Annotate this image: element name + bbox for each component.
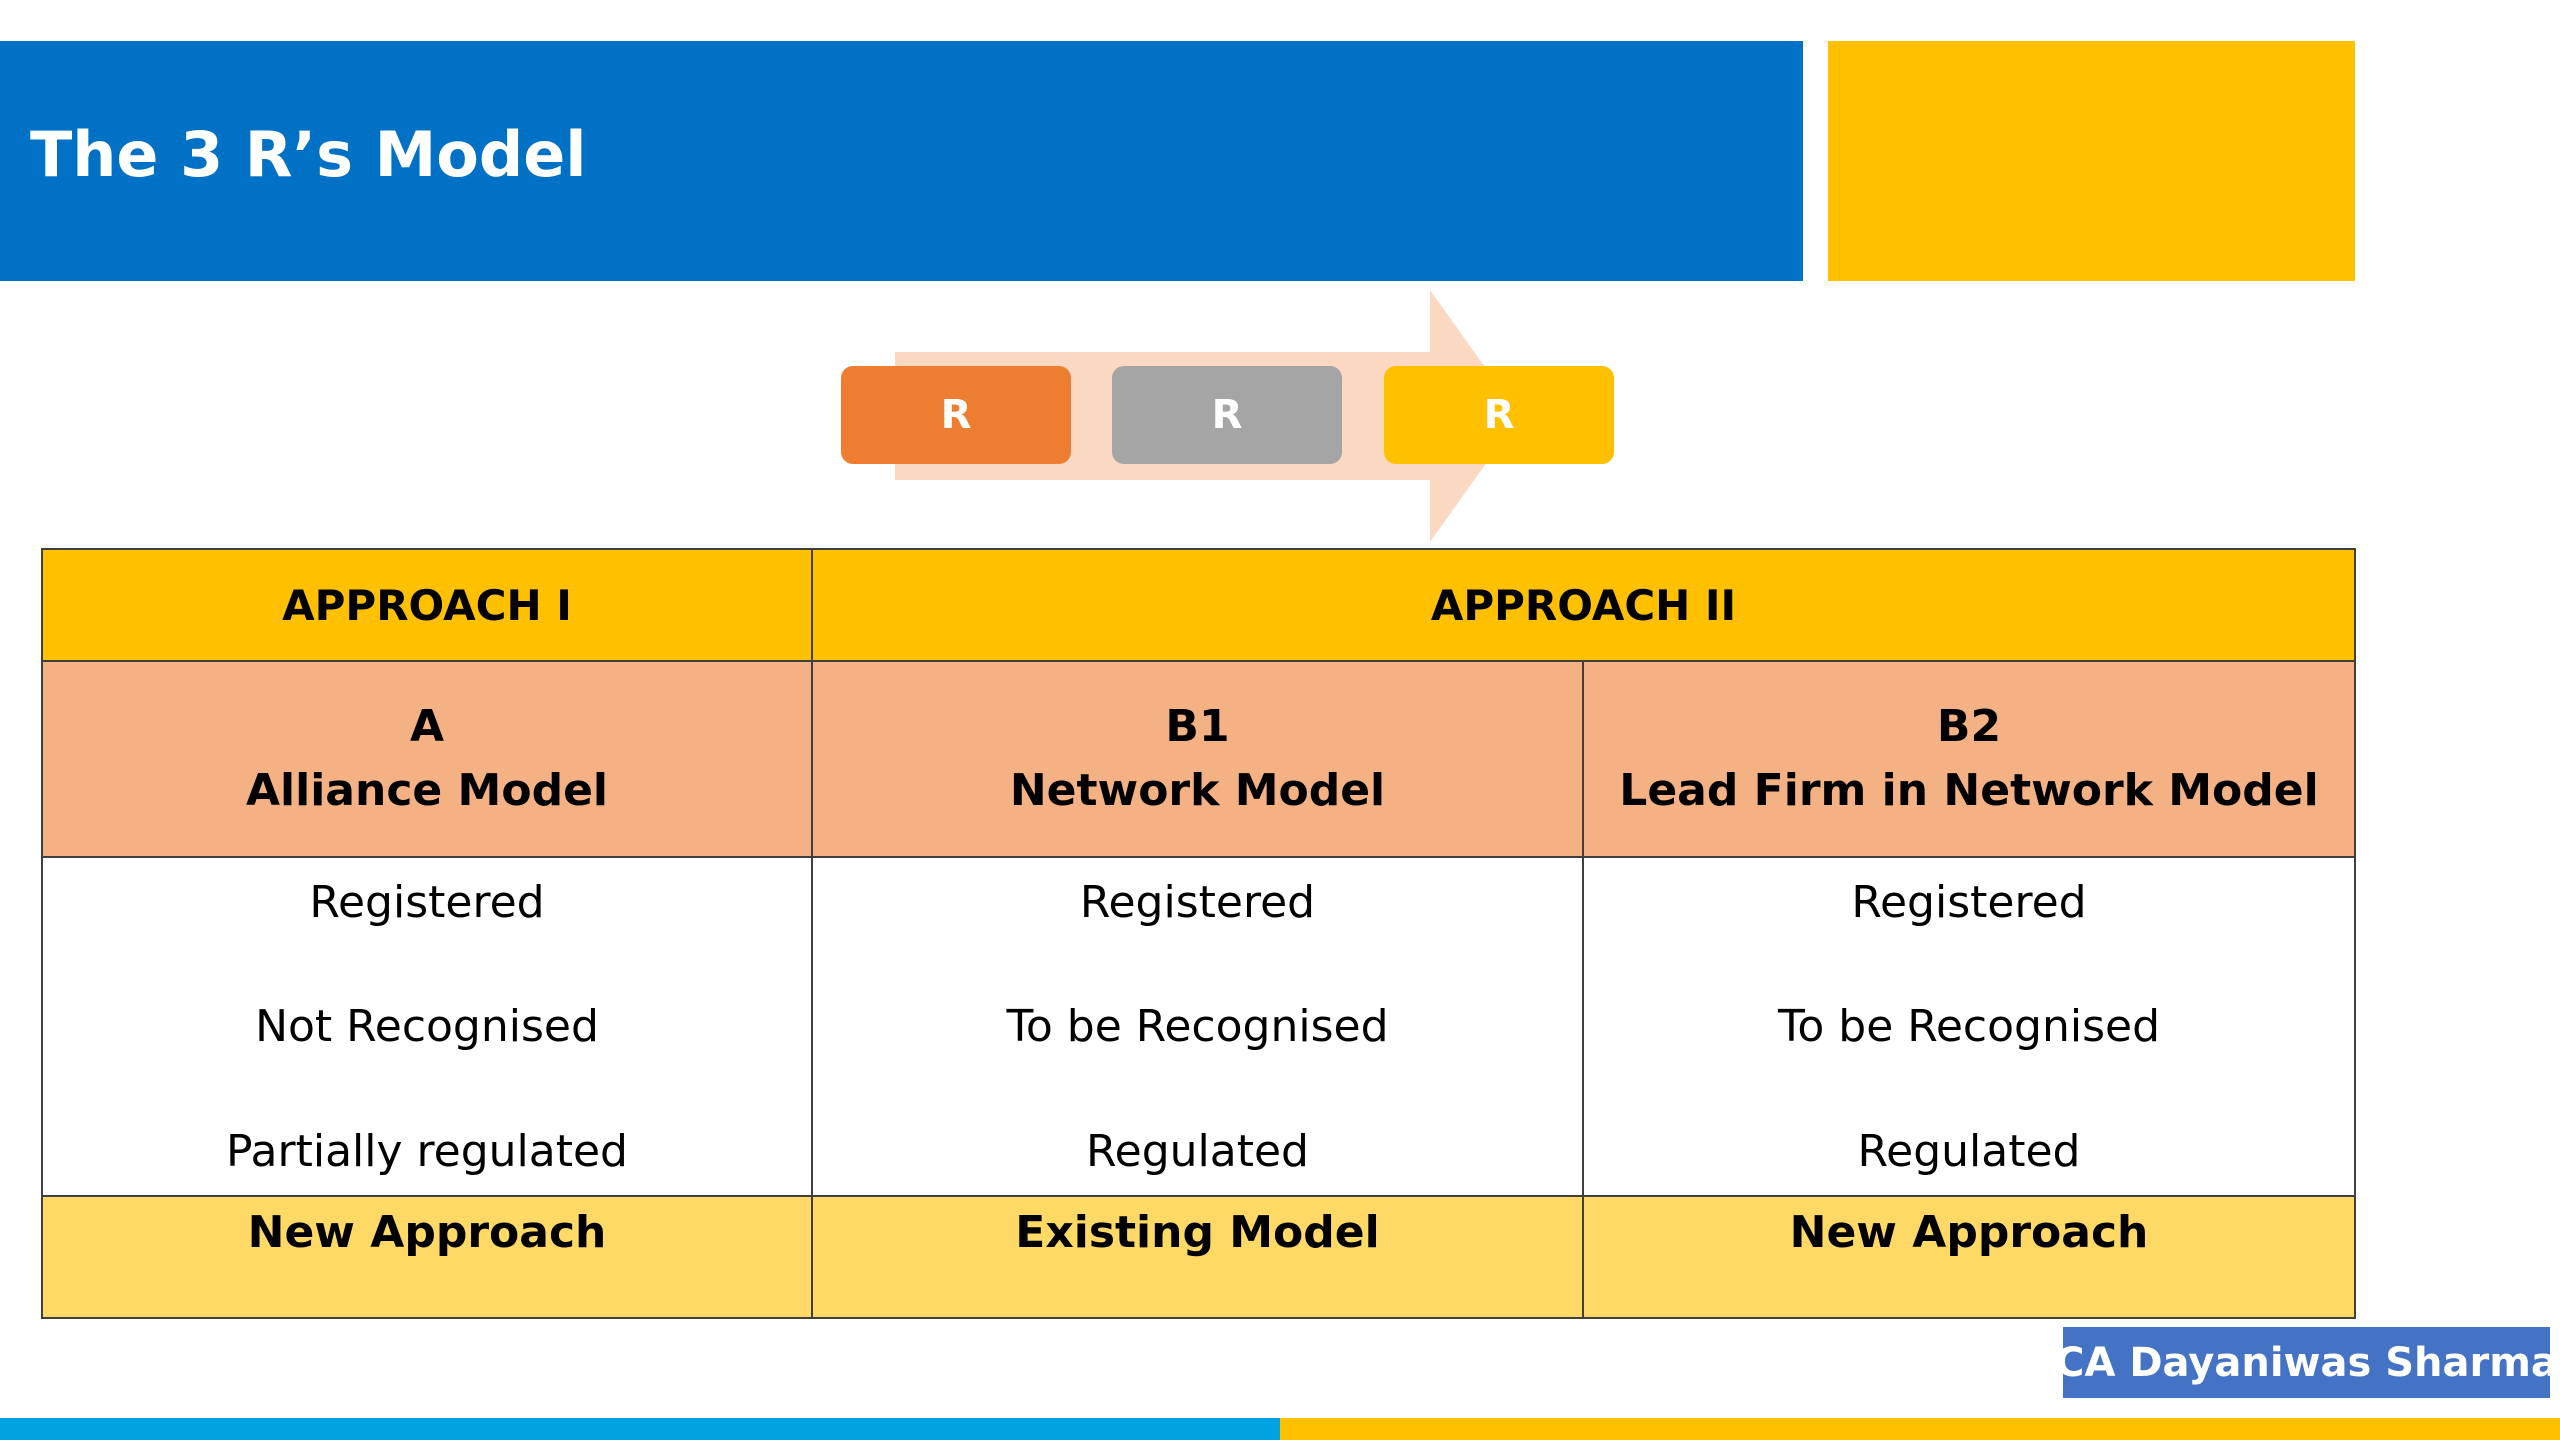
status-footer-row: New Approach Existing Model New Approach: [41, 1195, 2356, 1319]
title-bar: [0, 41, 1803, 281]
slide-title: The 3 R’s Model: [30, 118, 587, 191]
model-name: Alliance Model: [246, 765, 608, 816]
registration-status: Registered: [1079, 876, 1316, 928]
regulation-status: Regulated: [1857, 1125, 2081, 1177]
model-a-header: A Alliance Model: [41, 660, 813, 858]
model-name: Network Model: [1009, 765, 1386, 816]
model-code: B1: [1165, 701, 1230, 752]
model-a-footer: New Approach: [41, 1195, 813, 1319]
model-b2-header: B2 Lead Firm in Network Model: [1582, 660, 2356, 858]
process-step-3: R: [1384, 366, 1614, 464]
process-arrow: [895, 290, 1520, 542]
registration-status: Registered: [1851, 876, 2087, 928]
regulation-status: Regulated: [1086, 1125, 1309, 1177]
approach-2-header: APPROACH II: [811, 548, 2356, 662]
model-b2-footer: New Approach: [1582, 1195, 2356, 1319]
recognition-status: To be Recognised: [1777, 1001, 2161, 1052]
bottom-stripe-blue: [0, 1418, 1280, 1440]
model-b2-attributes: Registered To be Recognised Regulated: [1582, 856, 2356, 1197]
model-a-attributes: Registered Not Recognised Partially regu…: [41, 856, 813, 1197]
author-credit: CA Dayaniwas Sharma: [2055, 1327, 2558, 1398]
approach-1-header: APPROACH I: [41, 548, 813, 662]
attributes-row: Registered Not Recognised Partially regu…: [41, 856, 2356, 1197]
regulation-status: Partially regulated: [226, 1125, 628, 1177]
recognition-status: To be Recognised: [1006, 1001, 1389, 1052]
registration-status: Registered: [309, 876, 545, 928]
model-header-row: A Alliance Model B1 Network Model B2 Lea…: [41, 660, 2356, 858]
process-step-2: R: [1112, 366, 1342, 464]
model-b1-attributes: Registered To be Recognised Regulated: [811, 856, 1584, 1197]
accent-block: [1828, 41, 2355, 281]
model-code: B2: [1936, 701, 2002, 752]
model-name: Lead Firm in Network Model: [1619, 765, 2319, 816]
process-step-1: R: [841, 366, 1071, 464]
recognition-status: Not Recognised: [255, 1001, 599, 1052]
model-code: A: [409, 701, 445, 752]
model-b1-header: B1 Network Model: [811, 660, 1584, 858]
model-b1-footer: Existing Model: [811, 1195, 1584, 1319]
bottom-stripe-yellow: [1280, 1418, 2560, 1440]
comparison-table: APPROACH I APPROACH II A Alliance Model …: [41, 548, 2356, 1319]
process-flow: R R R: [0, 0, 2560, 560]
approach-header-row: APPROACH I APPROACH II: [41, 548, 2356, 662]
